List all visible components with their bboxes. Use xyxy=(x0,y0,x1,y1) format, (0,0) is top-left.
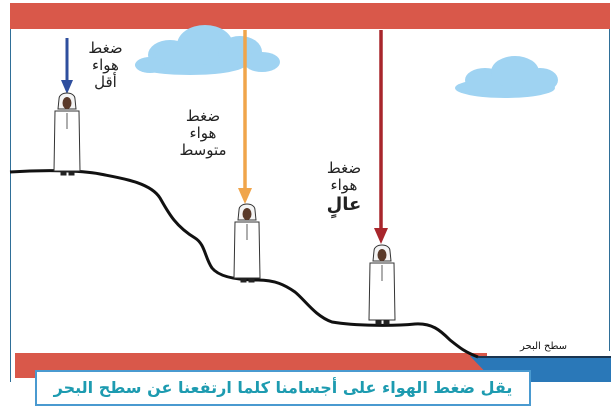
label-low-line3: أقل xyxy=(78,74,133,91)
label-high-line1: ضغط xyxy=(310,160,378,177)
label-low-pressure: ضغط هواء أقل xyxy=(78,40,133,91)
label-low-line2: هواء xyxy=(78,57,133,74)
label-medium-line3: متوسط xyxy=(168,142,238,159)
arrow-low-pressure xyxy=(61,38,73,94)
label-high-pressure: ضغط هواء عالٍ xyxy=(310,160,378,215)
label-medium-pressure: ضغط هواء متوسط xyxy=(168,108,238,159)
label-medium-line1: ضغط xyxy=(168,108,238,125)
person-bottom xyxy=(369,245,395,324)
sea-level-label: سطح البحر xyxy=(520,341,567,352)
caption-box: يقل ضغط الهواء على أجسامنا كلما ارتفعنا … xyxy=(35,370,531,406)
person-top xyxy=(54,93,80,175)
label-low-line1: ضغط xyxy=(78,40,133,57)
label-high-line3: عالٍ xyxy=(310,194,378,215)
label-high-line2: هواء xyxy=(310,177,378,194)
cloud-left xyxy=(135,25,280,75)
person-middle xyxy=(234,204,260,282)
label-medium-line2: هواء xyxy=(168,125,238,142)
cloud-right xyxy=(455,56,558,98)
caption-text: يقل ضغط الهواء على أجسامنا كلما ارتفعنا … xyxy=(37,378,529,397)
